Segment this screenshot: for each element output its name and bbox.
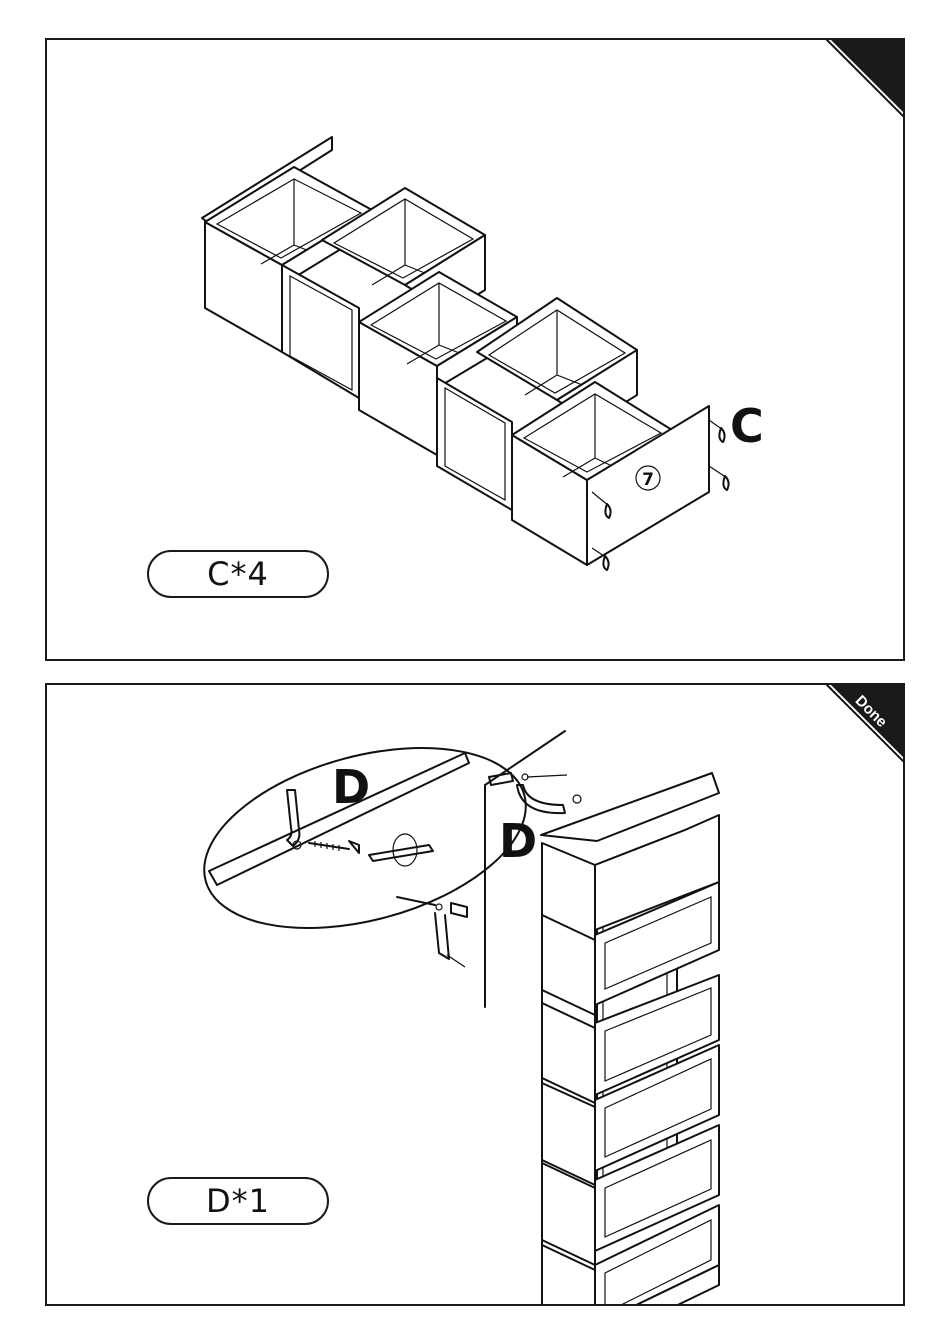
- screw-icon: [309, 841, 359, 853]
- quantity-badge: D*1: [147, 1177, 329, 1225]
- bookshelf: [541, 773, 719, 1306]
- detail-callout: [184, 716, 545, 960]
- wall-plug-icon: [397, 897, 467, 967]
- part-label-d-wall: D: [499, 814, 537, 868]
- step-panel-1: 7 C C*4: [45, 38, 905, 661]
- corner-diagonal: [827, 685, 905, 765]
- corner-diagonal: [827, 40, 905, 120]
- part-label-c: C: [730, 399, 764, 453]
- wall-top-edge: [485, 731, 565, 785]
- step-panel-2: Done D D: [45, 683, 905, 1306]
- quantity-badge: C*4: [147, 550, 329, 598]
- bracket-icon: [287, 790, 299, 846]
- anchor-hardware: [489, 773, 581, 813]
- step-number: 7: [642, 470, 654, 490]
- part-label-d-detail: D: [332, 760, 370, 814]
- screwdriver-icon: [369, 834, 433, 866]
